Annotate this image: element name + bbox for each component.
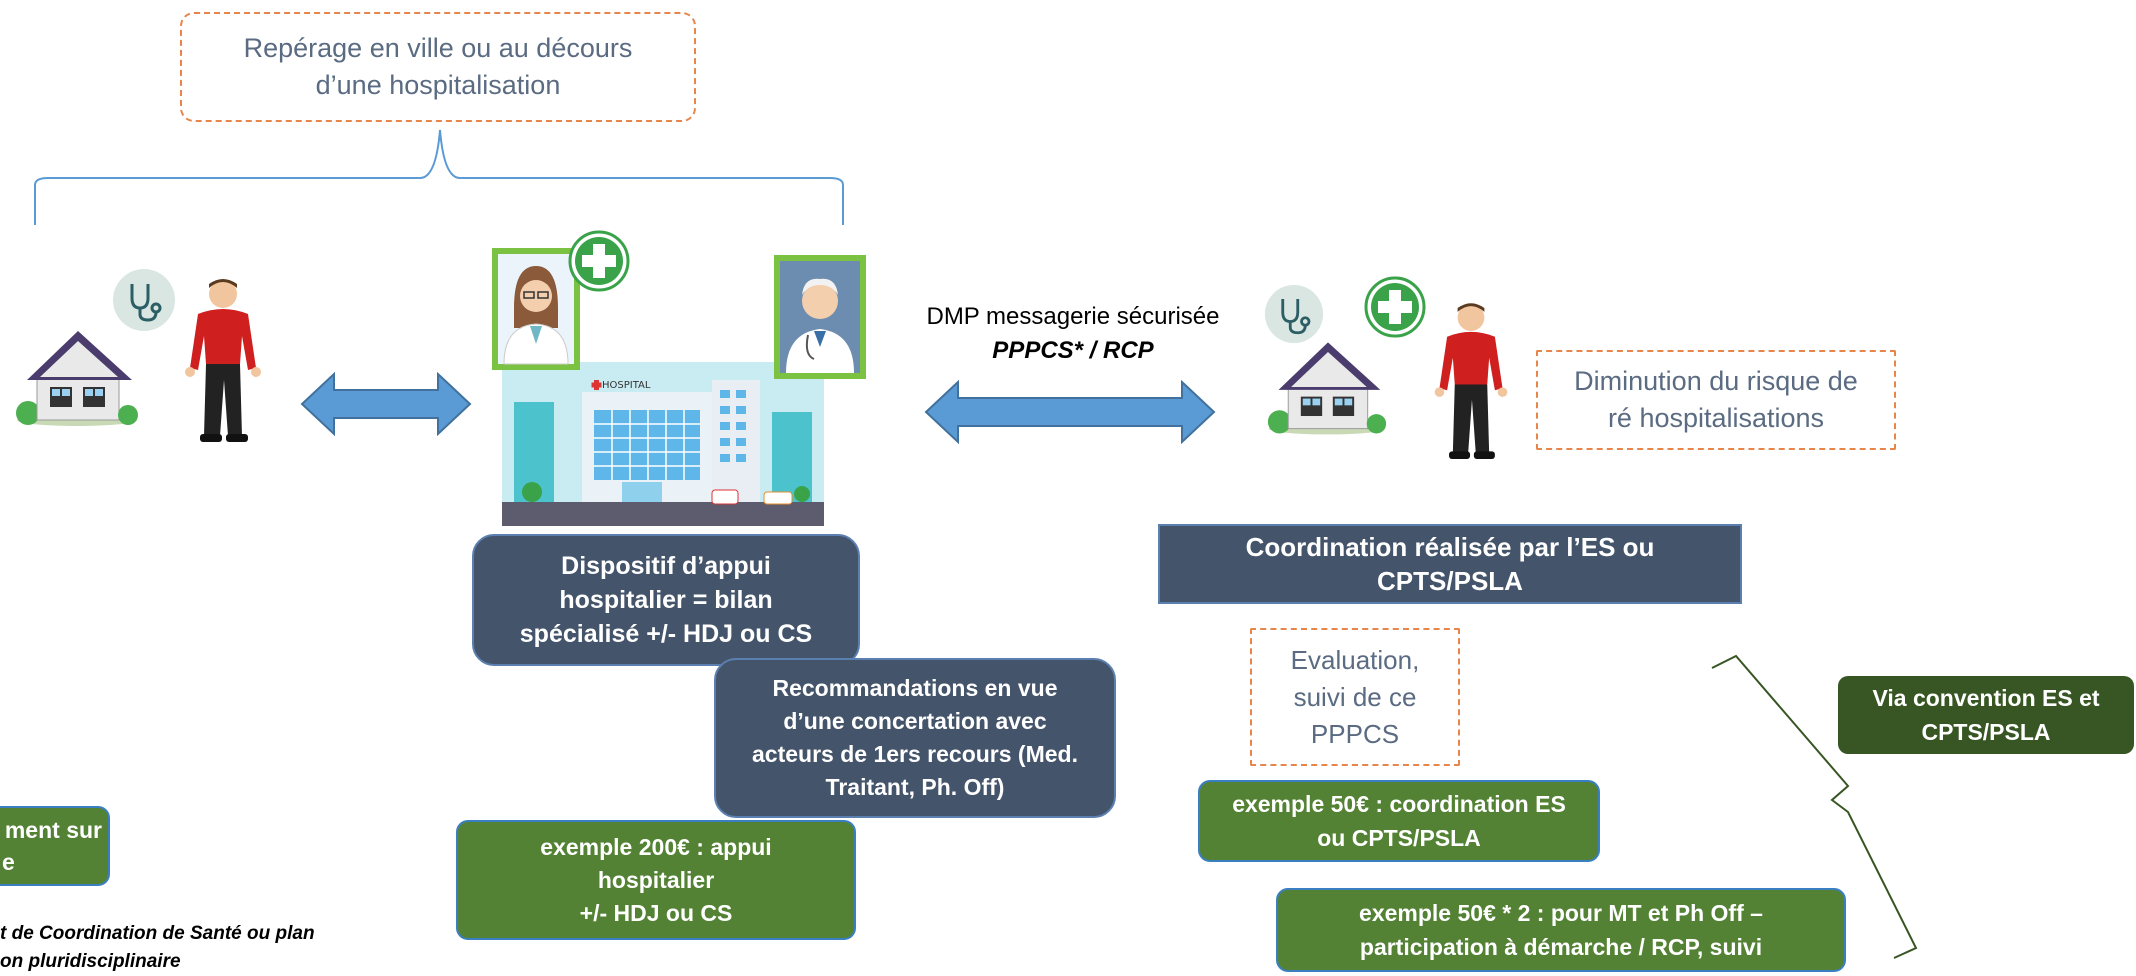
double-arrow-right bbox=[924, 379, 1216, 445]
double-arrow-left bbox=[300, 371, 472, 437]
convention-line2: CPTS/PSLA bbox=[1921, 719, 2051, 745]
recommendations-line1: Recommandations en vue bbox=[772, 675, 1058, 701]
example-50x2-line1: exemple 50€ * 2 : pour MT et Ph Off – bbox=[1359, 900, 1763, 926]
footnote-line1: t de Coordination de Santé ou plan bbox=[0, 923, 315, 944]
hospital-support-line1: Dispositif d’appui bbox=[561, 552, 771, 580]
coordination-box: Coordination réalisée par l’ES ou CPTS/P… bbox=[1158, 524, 1742, 604]
coordination-line1: Coordination réalisée par l’ES ou bbox=[1245, 532, 1655, 562]
doctor-portrait-icon bbox=[774, 255, 866, 379]
screening-box: Repérage en ville ou au décours d’une ho… bbox=[180, 12, 696, 122]
hospital-support-line2: hospitalier = bilan bbox=[559, 586, 773, 614]
recommendations-line2: d’une concertation avec bbox=[783, 708, 1047, 734]
example-200-box: exemple 200€ : appui hospitalier +/- HDJ… bbox=[456, 820, 856, 940]
risk-line1: Diminution du risque de bbox=[1574, 366, 1858, 396]
example-50x2-line2: participation à démarche / RCP, suivi bbox=[1359, 934, 1763, 960]
screening-line1: Repérage en ville ou au décours bbox=[243, 33, 633, 63]
evaluation-line1: Evaluation, bbox=[1290, 644, 1420, 675]
hospital-sign: HOSPITAL bbox=[602, 380, 651, 391]
coordination-line2: CPTS/PSLA bbox=[1377, 566, 1523, 596]
example-50-line1: exemple 50€ : coordination ES bbox=[1232, 791, 1566, 817]
recommendations-box: Recommandations en vue d’une concertatio… bbox=[714, 658, 1116, 818]
pharmacy-cross-icon bbox=[568, 230, 630, 292]
example-50-line2: ou CPTS/PSLA bbox=[1317, 825, 1481, 851]
example-200-line1: exemple 200€ : appui bbox=[540, 833, 772, 860]
stethoscope-icon bbox=[113, 269, 175, 331]
convention-box: Via convention ES et CPTS/PSLA bbox=[1838, 676, 2134, 754]
pharmacist-portrait-icon bbox=[492, 248, 580, 370]
hospital-support-line3: spécialisé +/- HDJ ou CS bbox=[519, 620, 813, 648]
risk-reduction-box: Diminution du risque de ré hospitalisati… bbox=[1536, 350, 1896, 450]
convention-line1: Via convention ES et bbox=[1872, 685, 2100, 711]
man-icon bbox=[185, 279, 261, 442]
messaging-line2: PPPCS* / RCP bbox=[992, 337, 1154, 364]
evaluation-box: Evaluation, suivi de ce PPPCS bbox=[1250, 628, 1460, 766]
left-green-line2: e bbox=[2, 849, 15, 875]
recommendations-line4: Traitant, Ph. Off) bbox=[825, 774, 1005, 800]
example-50-box: exemple 50€ : coordination ES ou CPTS/PS… bbox=[1198, 780, 1600, 862]
hospital-building-icon: HOSPITAL bbox=[502, 362, 824, 526]
screening-line2: d’une hospitalisation bbox=[315, 70, 561, 100]
recommendations-line3: acteurs de 1ers recours (Med. bbox=[752, 741, 1078, 767]
stethoscope-icon bbox=[1264, 284, 1324, 344]
evaluation-line3: PPPCS bbox=[1310, 718, 1400, 749]
hospital-support-box: Dispositif d’appui hospitalier = bilan s… bbox=[472, 534, 860, 666]
risk-line2: ré hospitalisations bbox=[1607, 403, 1825, 433]
pharmacy-cross-icon bbox=[1364, 276, 1426, 338]
example-200-line2: hospitalier bbox=[597, 866, 715, 893]
house-icon bbox=[16, 331, 138, 426]
left-green-box: ment sur e bbox=[0, 806, 110, 886]
house-icon bbox=[1267, 342, 1387, 435]
messaging-line1: DMP messagerie sécurisée bbox=[926, 303, 1220, 330]
left-green-line1: ment sur bbox=[4, 817, 102, 843]
example-200-line3: +/- HDJ ou CS bbox=[579, 899, 733, 926]
evaluation-line2: suivi de ce bbox=[1293, 681, 1417, 712]
man-icon bbox=[1434, 303, 1508, 460]
messaging-label: DMP messagerie sécurisée PPPCS* / RCP bbox=[908, 300, 1238, 368]
